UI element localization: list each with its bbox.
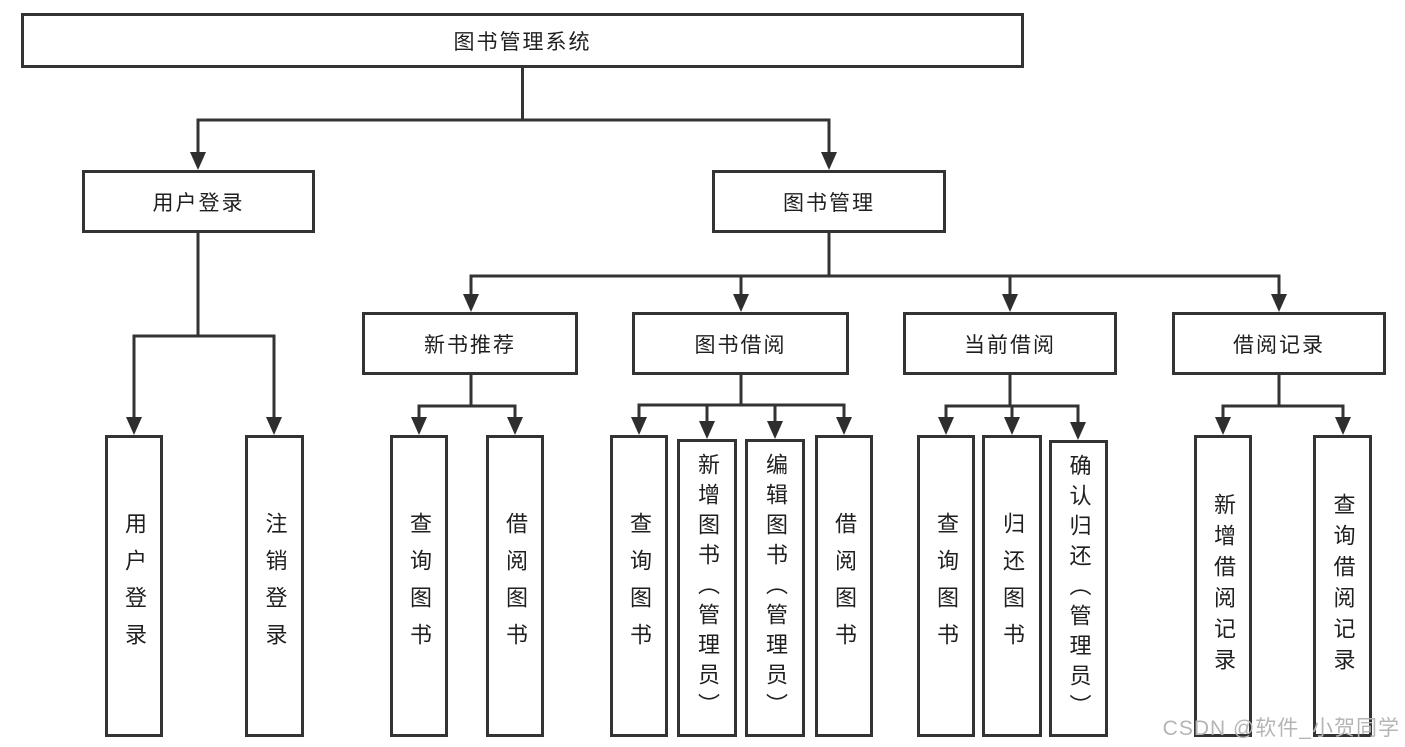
leaf-bb-add-book-admin-label: 新增图书（管理员）	[695, 453, 720, 723]
leaf-cb-return-books-label: 归还图书	[1000, 512, 1025, 660]
node-new-book-recommend-label: 新书推荐	[424, 333, 516, 357]
leaf-bb-edit-book-admin-label: 编辑图书（管理员）	[763, 453, 788, 723]
node-book-borrow: 图书借阅	[632, 312, 849, 375]
leaf-cb-return-books: 归还图书	[982, 435, 1042, 737]
leaf-br-query-record-label: 查询借阅记录	[1330, 493, 1356, 679]
leaf-user-login: 用户登录	[105, 435, 163, 737]
leaf-bb-borrow-books: 借阅图书	[815, 435, 873, 737]
node-borrow-records: 借阅记录	[1172, 312, 1386, 375]
csdn-watermark: CSDN @软件_小贺同学	[1162, 717, 1400, 740]
leaf-bb-query-books-label: 查询图书	[627, 512, 652, 660]
node-user-login-label: 用户登录	[152, 191, 245, 215]
node-current-borrow-label: 当前借阅	[964, 333, 1056, 357]
leaf-rec-borrow-books: 借阅图书	[486, 435, 544, 737]
leaf-br-add-record-label: 新增借阅记录	[1211, 493, 1236, 679]
leaf-logout: 注销登录	[245, 435, 304, 737]
node-current-borrow: 当前借阅	[903, 312, 1117, 375]
node-book-borrow-label: 图书借阅	[694, 333, 787, 357]
node-borrow-records-label: 借阅记录	[1233, 333, 1325, 357]
edge-bookmgmt-to-level2	[469, 231, 1281, 298]
node-root-label: 图书管理系统	[453, 30, 592, 54]
node-book-management-label: 图书管理	[783, 191, 875, 215]
leaf-cb-confirm-return-admin-label: 确认归还（管理员）	[1066, 453, 1092, 724]
edge-userlogin-to-leaves	[132, 231, 276, 421]
leaf-bb-add-book-admin: 新增图书（管理员）	[677, 439, 737, 737]
edge-newbookrec-to-leaves	[417, 373, 517, 421]
node-root: 图书管理系统	[21, 13, 1024, 68]
leaf-rec-query-books-label: 查询图书	[407, 512, 432, 660]
leaf-bb-edit-book-admin: 编辑图书（管理员）	[745, 439, 805, 737]
leaf-bb-borrow-books-label: 借阅图书	[832, 512, 857, 660]
leaf-br-add-record: 新增借阅记录	[1194, 435, 1252, 737]
leaf-bb-query-books: 查询图书	[610, 435, 668, 737]
edge-currentborrow-to-leaves	[944, 373, 1080, 426]
leaf-rec-borrow-books-label: 借阅图书	[503, 512, 528, 660]
leaf-cb-query-books-label: 查询图书	[934, 512, 959, 660]
node-user-login: 用户登录	[82, 170, 315, 233]
node-book-management: 图书管理	[712, 170, 946, 233]
leaf-cb-query-books: 查询图书	[917, 435, 975, 737]
edge-root-to-level1	[196, 66, 831, 156]
leaf-user-login-label: 用户登录	[122, 512, 147, 660]
edge-bookborrow-to-leaves	[637, 373, 846, 424]
leaf-rec-query-books: 查询图书	[390, 435, 448, 737]
leaf-logout-label: 注销登录	[262, 512, 288, 660]
node-new-book-recommend: 新书推荐	[362, 312, 578, 375]
edge-borrowrecords-to-leaves	[1221, 373, 1345, 421]
leaf-cb-confirm-return-admin: 确认归还（管理员）	[1049, 440, 1108, 737]
leaf-br-query-record: 查询借阅记录	[1313, 435, 1372, 737]
